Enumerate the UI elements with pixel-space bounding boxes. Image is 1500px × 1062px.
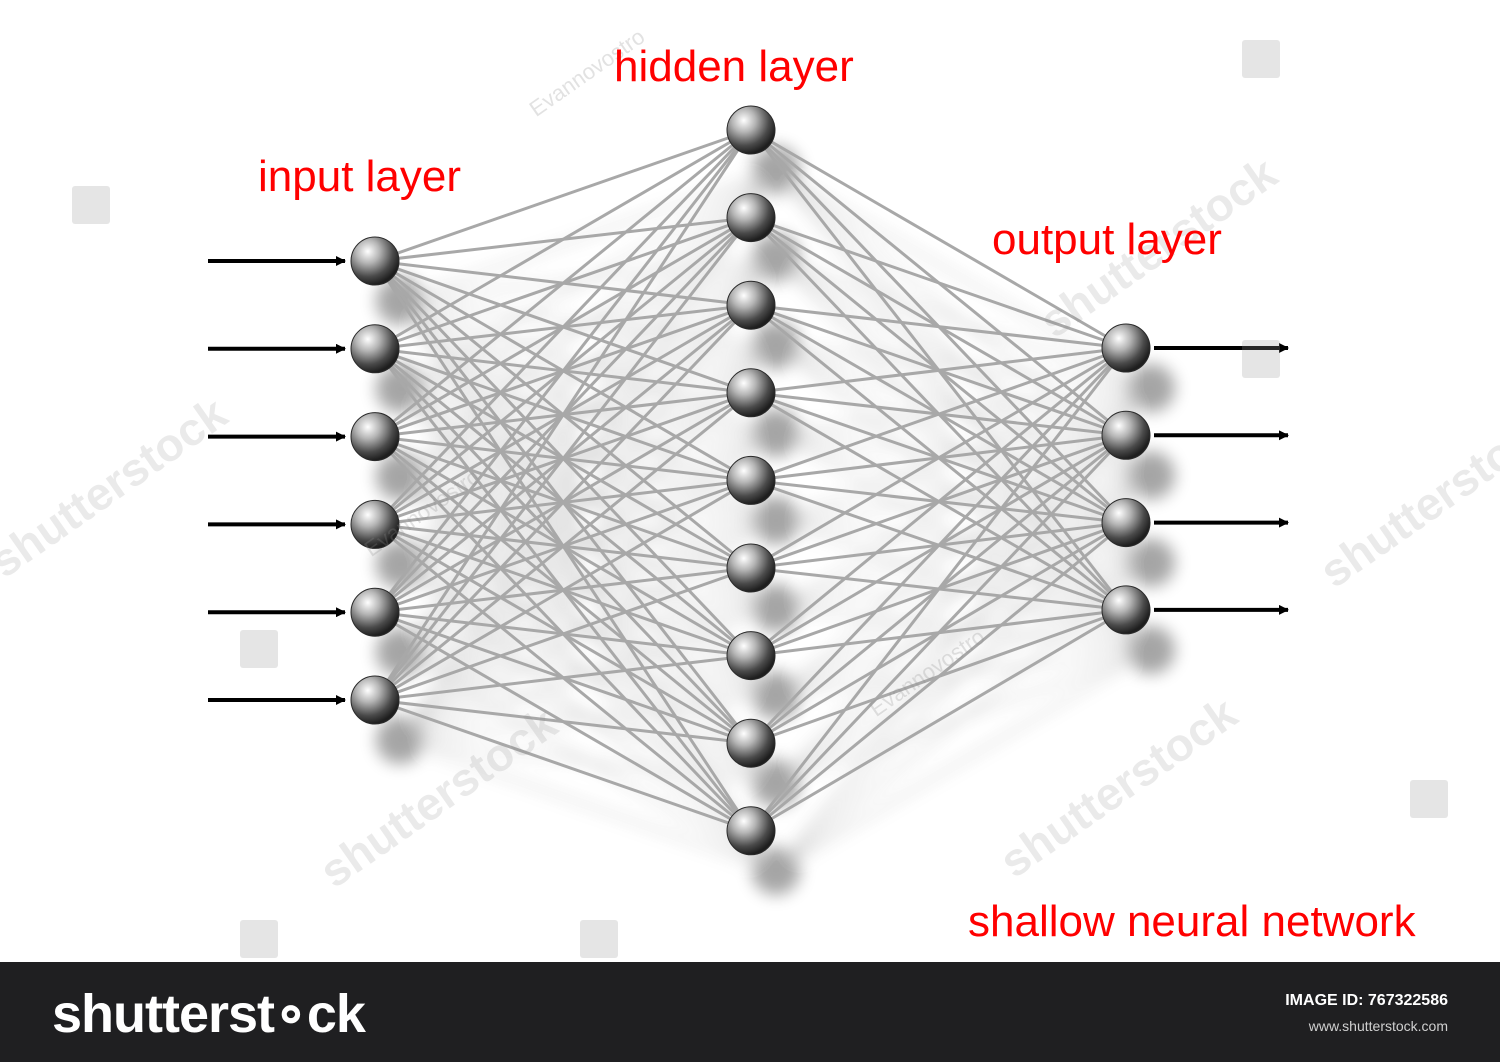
connection-line (373, 129, 753, 701)
hidden-node (726, 455, 776, 505)
hidden-layer-label: hidden layer (614, 42, 854, 91)
hidden-node (726, 368, 776, 418)
connection-line (750, 346, 1127, 570)
connection-line (750, 521, 1127, 832)
connection-line (750, 346, 1127, 395)
connection-line (750, 608, 1127, 833)
connection-line (750, 216, 1127, 350)
connection-line (374, 698, 752, 833)
connection-line (374, 479, 752, 702)
output-node (1101, 498, 1151, 548)
connection-line (373, 216, 753, 701)
footer-bar: shutterst∘ck IMAGE ID: 767322586 www.shu… (0, 962, 1500, 1062)
output-layer-label: output layer (992, 215, 1222, 264)
watermark-icon (72, 186, 110, 224)
input-node (350, 236, 400, 286)
connection-line (749, 346, 1128, 745)
input-layer-label: input layer (258, 152, 462, 201)
connection-line (374, 128, 752, 263)
watermark-icon (580, 920, 618, 958)
connection-line (750, 346, 1127, 657)
hidden-node (726, 280, 776, 330)
image-id-label: IMAGE ID: (1285, 992, 1364, 1009)
output-node (1101, 585, 1151, 635)
connection-line (750, 303, 1127, 350)
image-id: IMAGE ID: 767322586 (1285, 992, 1448, 1010)
input-node (350, 587, 400, 637)
diagram-title: shallow neural network (968, 897, 1416, 946)
hidden-node (726, 718, 776, 768)
arrows (208, 256, 1289, 705)
connection-line (374, 654, 752, 702)
connection-line (749, 434, 1128, 832)
connection-line (373, 304, 753, 702)
connections (373, 128, 1128, 833)
watermark-icon (1242, 40, 1280, 78)
input-node (350, 324, 400, 374)
hidden-node (726, 193, 776, 243)
watermark-icon (240, 920, 278, 958)
hidden-node (726, 806, 776, 856)
connection-line (374, 128, 752, 438)
footer-url: www.shutterstock.com (1308, 1018, 1448, 1034)
nodes (350, 105, 1151, 856)
connection-line (749, 347, 1128, 832)
connection-line (374, 128, 752, 351)
connection-line (374, 391, 752, 702)
watermark-icon (1242, 340, 1280, 378)
output-node (1101, 410, 1151, 460)
output-node (1101, 323, 1151, 373)
watermark-icon (1410, 780, 1448, 818)
connection-line (750, 128, 1127, 350)
shutterstock-logo: shutterst∘ck (52, 984, 366, 1044)
hidden-node (726, 543, 776, 593)
watermark-icon (240, 630, 278, 668)
connection-line (373, 128, 753, 526)
neural-network-diagram (208, 105, 1289, 895)
connection-line (374, 698, 752, 745)
connection-line (373, 129, 753, 614)
input-node (350, 499, 400, 549)
input-node (350, 412, 400, 462)
hidden-node (726, 631, 776, 681)
connection-line (750, 346, 1127, 482)
hidden-node (726, 105, 776, 155)
image-id-value: 767322586 (1367, 992, 1448, 1009)
connection-line (374, 566, 752, 702)
input-node (350, 675, 400, 725)
